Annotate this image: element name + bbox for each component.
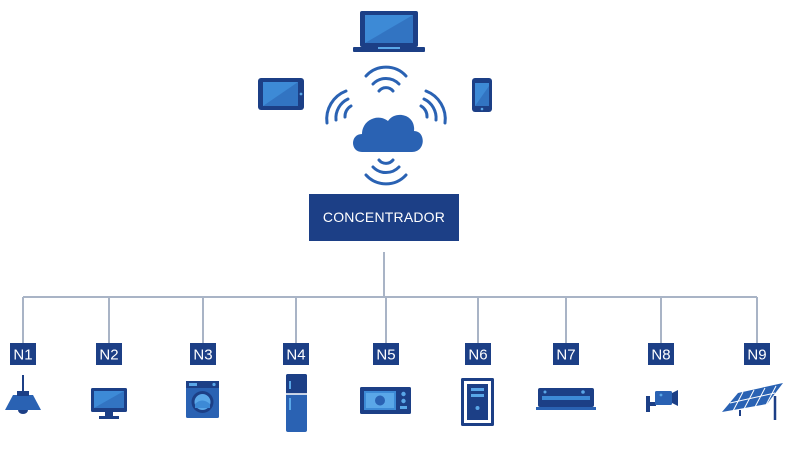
node-label: N2 xyxy=(99,347,118,364)
node-n4: N4 xyxy=(283,343,309,365)
tablet-icon xyxy=(258,78,304,110)
wifi-waves-right xyxy=(419,89,447,125)
pc-tower-icon xyxy=(461,378,494,426)
node-label: N4 xyxy=(286,347,305,364)
node-n5: N5 xyxy=(373,343,399,365)
node-n6: N6 xyxy=(465,343,491,365)
node-n2: N2 xyxy=(96,343,122,365)
laptop-icon xyxy=(353,11,425,52)
node-n1: N1 xyxy=(10,343,36,365)
washing-machine-icon xyxy=(186,381,219,418)
node-label: N1 xyxy=(13,347,32,364)
pendant-lamp-icon xyxy=(5,375,41,414)
security-camera-icon xyxy=(646,390,678,412)
node-n8: N8 xyxy=(648,343,674,365)
wifi-waves-left xyxy=(325,89,353,125)
node-label: N9 xyxy=(747,347,766,364)
microwave-icon xyxy=(360,387,411,414)
monitor-icon xyxy=(91,388,127,419)
node-label: N3 xyxy=(193,347,212,364)
solar-panel-icon xyxy=(722,383,783,420)
wifi-waves-top xyxy=(364,65,408,93)
smartphone-icon xyxy=(472,78,492,112)
node-label: N7 xyxy=(556,347,575,364)
dvd-player-icon xyxy=(536,388,596,410)
refrigerator-icon xyxy=(286,374,307,432)
node-label: N6 xyxy=(468,347,487,364)
concentrator-box: CONCENTRADOR xyxy=(309,194,459,241)
node-n7: N7 xyxy=(553,343,579,365)
connection-lines xyxy=(22,252,758,343)
cloud-icon xyxy=(353,114,423,152)
node-label: N8 xyxy=(651,347,670,364)
wifi-waves-bottom xyxy=(364,158,408,186)
node-n3: N3 xyxy=(190,343,216,365)
node-label: N5 xyxy=(376,347,395,364)
concentrator-label: CONCENTRADOR xyxy=(323,209,445,225)
node-n9: N9 xyxy=(744,343,770,365)
